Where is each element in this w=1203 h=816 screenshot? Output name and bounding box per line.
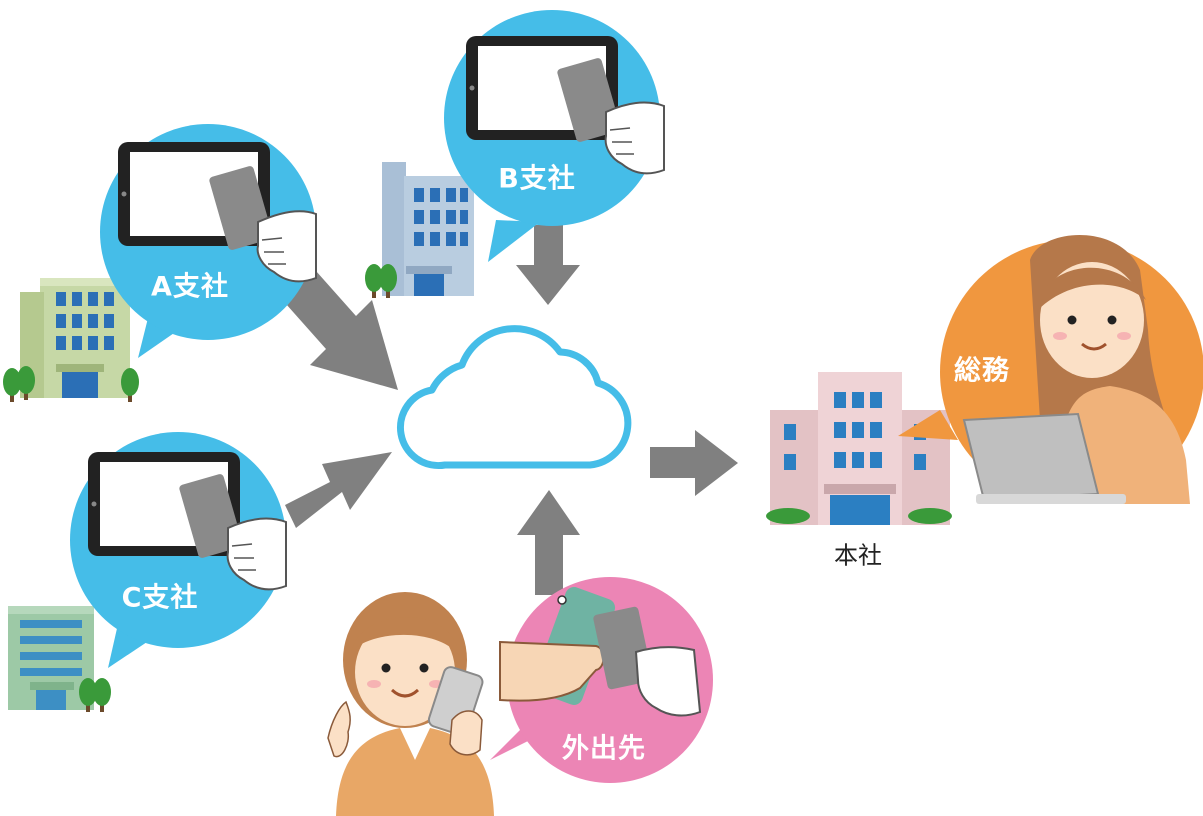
hand-icon — [604, 101, 665, 175]
branch-b-bubble — [444, 10, 665, 262]
branch-b-label: B支社 — [498, 163, 576, 195]
branch-c-label: C支社 — [121, 582, 199, 614]
arrow-outside-to-cloud — [517, 490, 580, 595]
hand-icon — [634, 646, 702, 717]
woman-at-laptop-illustration — [962, 234, 1190, 504]
branch-a-building-icon — [3, 278, 139, 402]
arrow-branch-a-to-cloud — [278, 262, 398, 390]
head-office-label: 本社 — [834, 541, 882, 570]
ic-card-icon — [557, 58, 621, 142]
hand-icon — [256, 210, 317, 283]
laptop-icon — [962, 412, 1126, 504]
outside-bubble — [490, 577, 713, 783]
ic-card-icon — [179, 474, 243, 558]
arrow-branch-b-to-cloud — [516, 225, 580, 305]
cloud-icon — [396, 325, 632, 470]
branch-a-label: A支社 — [151, 271, 229, 303]
branch-c-bubble — [70, 432, 287, 668]
ic-card-icon — [209, 166, 273, 250]
branch-c-building-icon — [8, 606, 111, 712]
arrow-cloud-to-head-office — [650, 430, 738, 496]
woman-on-phone-illustration — [327, 592, 494, 816]
arrow-branch-c-to-cloud — [285, 452, 392, 528]
general-affairs-label: 総務 — [954, 355, 1010, 387]
outside-label: 外出先 — [562, 733, 646, 765]
branch-a-bubble — [100, 124, 317, 358]
branch-b-building-icon — [365, 162, 474, 298]
hand-icon — [226, 517, 287, 591]
head-office-building-icon — [766, 372, 952, 525]
general-affairs-bubble — [898, 234, 1203, 504]
